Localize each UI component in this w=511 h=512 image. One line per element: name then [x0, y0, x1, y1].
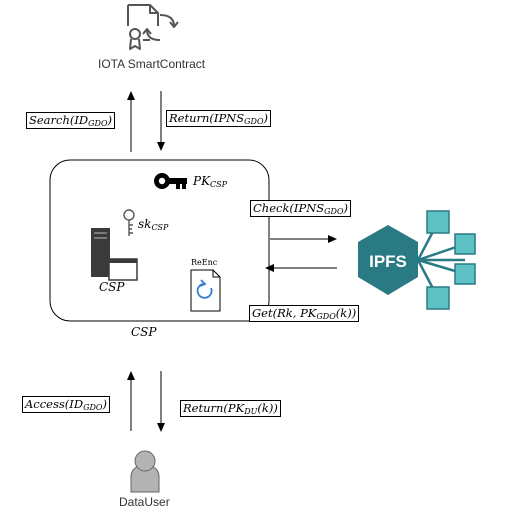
- smart-contract-certificate-icon: [127, 4, 179, 50]
- contract-label: IOTA SmartContract: [98, 57, 206, 71]
- refresh-document-icon: [190, 269, 221, 312]
- ipfs-logo-icon: IPFS: [358, 210, 476, 310]
- check-label: Check(IPNSGDO): [250, 200, 352, 217]
- pk-csp-label: PKCSP: [193, 174, 228, 189]
- get-label: Get(Rk, PKGDO(k)): [249, 305, 360, 322]
- csp-outer-label: CSP: [131, 325, 157, 339]
- sk-csp-label: skCSP: [138, 217, 169, 232]
- return-ipns-label: Return(IPNSGDO): [166, 110, 272, 127]
- csp-server-label: CSP: [99, 280, 125, 294]
- return-pk-label: Return(PKDU(k)): [180, 400, 281, 417]
- server-icon: [91, 228, 138, 281]
- user-icon: [130, 450, 160, 493]
- access-label: Access(IDGDO): [22, 396, 110, 413]
- search-label: Search(IDGDO): [26, 112, 116, 129]
- reenc-label: ReEnc: [191, 258, 218, 267]
- key-icon: [154, 173, 187, 189]
- user-label: DataUser: [119, 495, 170, 509]
- secret-key-icon: [123, 209, 135, 236]
- ipfs-label: IPFS: [369, 252, 407, 271]
